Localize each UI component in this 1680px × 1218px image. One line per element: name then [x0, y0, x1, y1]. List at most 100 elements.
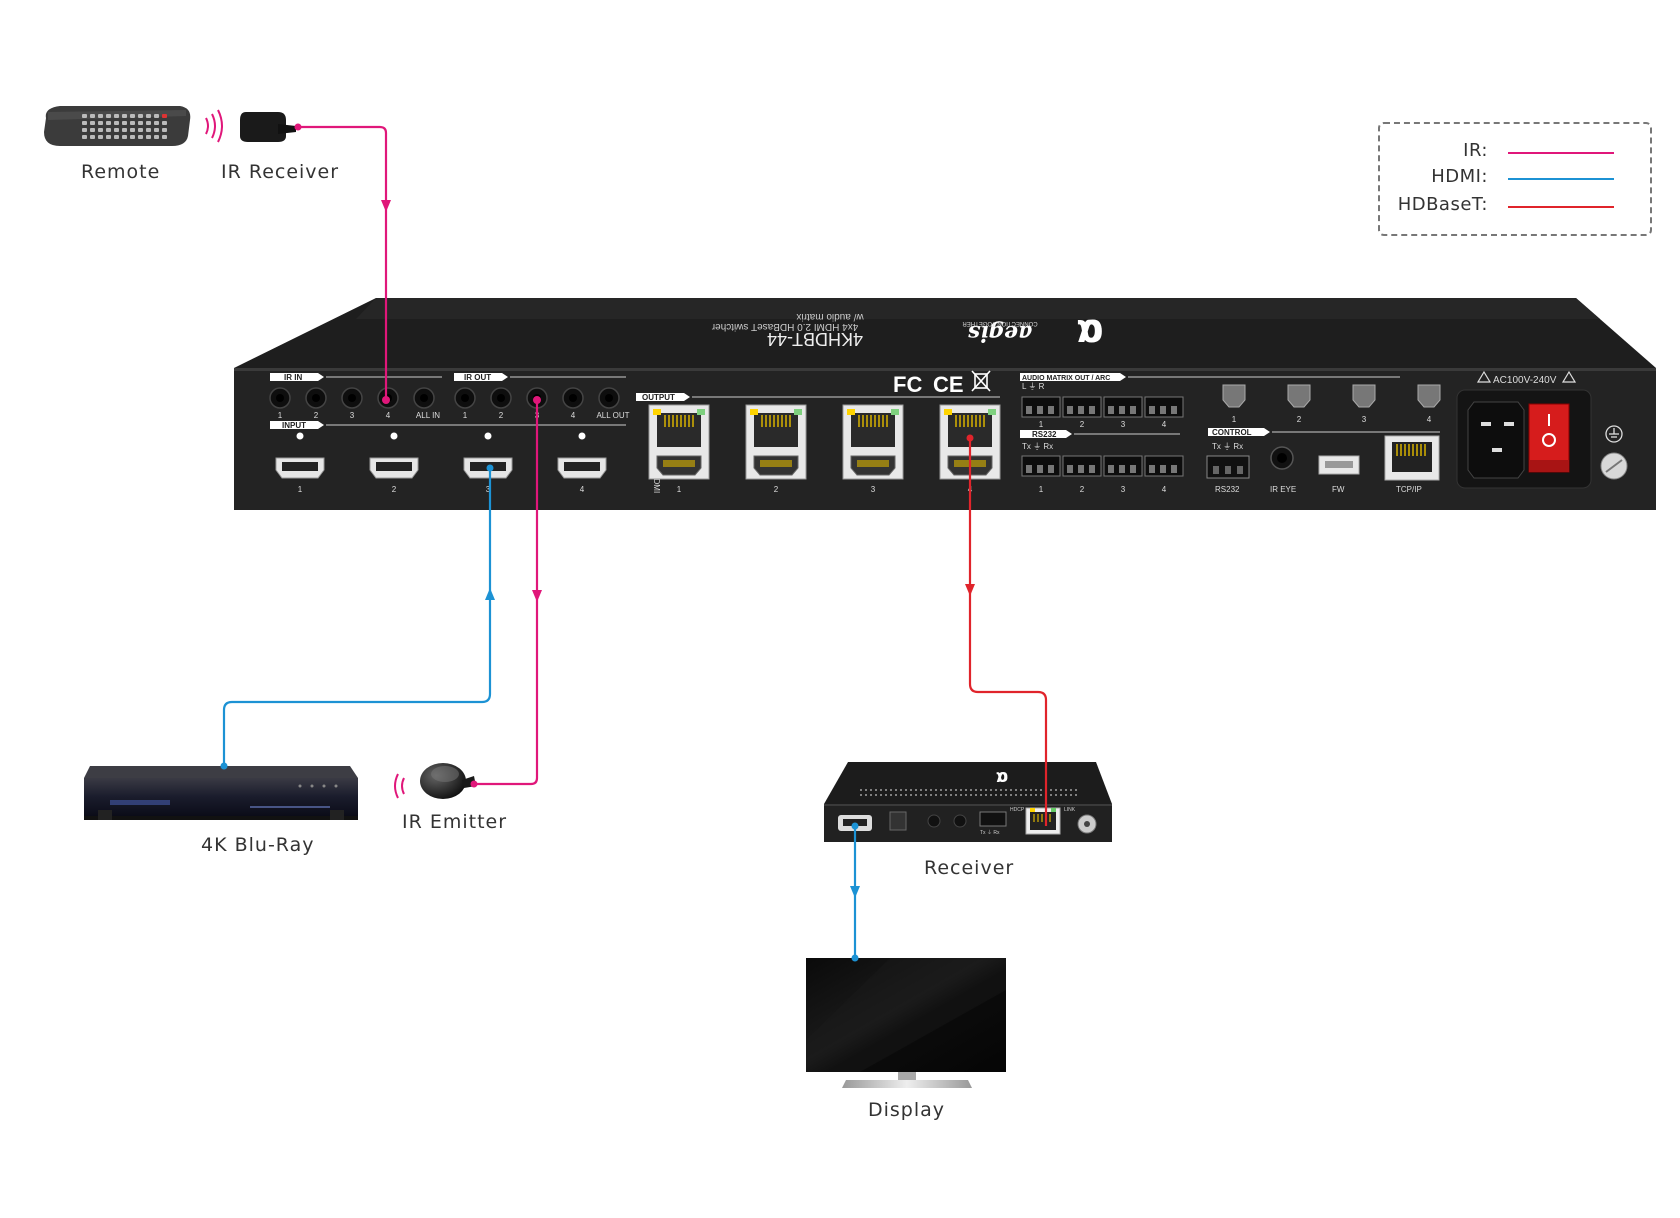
- hdmi-output-slot: [760, 460, 792, 467]
- power-rating-label: AC100V-240V: [1493, 375, 1557, 386]
- rs232-terminal-pin: [1078, 465, 1084, 473]
- audio-terminal-pin: [1026, 406, 1032, 414]
- power-switch: [1528, 403, 1570, 473]
- hdbaset-receiver: α Tx ⏚ Rx HDCP LINK: [824, 762, 1112, 842]
- ir-emitter-label: IR Emitter: [402, 811, 508, 833]
- hdmi-arrow-down: [850, 886, 860, 898]
- remote-button: [122, 121, 127, 125]
- audio-terminal-pin: [1160, 406, 1166, 414]
- remote-button: [130, 114, 135, 118]
- rj45-port: [657, 413, 701, 447]
- rs232-terminal-pin: [1026, 465, 1032, 473]
- bluray-label: 4K Blu-Ray: [201, 834, 315, 856]
- remote-button: [122, 114, 127, 118]
- remote-button: [138, 114, 143, 118]
- audio-terminal-pin: [1149, 406, 1155, 414]
- rj45-led-yellow: [653, 409, 661, 415]
- remote-button: [90, 121, 95, 125]
- receiver-txrx-label: Tx ⏚ Rx: [980, 829, 1000, 836]
- audio-port-label: 3: [1121, 420, 1126, 429]
- remote-button: [106, 135, 111, 139]
- remote-button: [114, 128, 119, 132]
- ir-receiver-label: IR Receiver: [221, 161, 340, 183]
- switcher-front-labels: IR IN IR OUT INPUT OUTPUT AUDIO MATRIX O…: [270, 373, 1440, 439]
- rs232-port-label: 3: [1121, 485, 1126, 494]
- certification-marks: FC CE: [893, 370, 991, 397]
- ir-emit-signal-icon: [394, 773, 405, 799]
- ir-out-jack-hole: [461, 394, 469, 402]
- rs232-title: RS232: [1032, 430, 1057, 439]
- rj45-led-yellow: [944, 409, 952, 415]
- ir-in-jack-hole: [312, 394, 320, 402]
- receiver-vent-slots: [860, 789, 1080, 796]
- remote-button: [130, 128, 135, 132]
- remote-button: [114, 135, 119, 139]
- ir-receiver-device: [240, 112, 296, 142]
- legend-row-ir: IR:: [1380, 140, 1650, 166]
- model-name: 4KHDBT-44: [767, 329, 863, 349]
- input-led: [484, 432, 492, 440]
- receiver-link-label: LINK: [1064, 807, 1076, 813]
- audio-port-label: 4: [1162, 420, 1167, 429]
- input-port-label: 1: [298, 485, 303, 494]
- output-title: OUTPUT: [642, 393, 675, 402]
- hdbaset-arrow-down: [965, 584, 975, 596]
- ir-in-jack-hole: [420, 394, 428, 402]
- rs232-terminal-pin: [1119, 465, 1125, 473]
- optical-port: [1287, 384, 1311, 408]
- ir-in-port-label: 4: [386, 411, 391, 420]
- input-port-label: 2: [392, 485, 397, 494]
- legend-label-hdbaset: HDBaseT:: [1397, 194, 1488, 215]
- rj45-led-green: [891, 409, 899, 415]
- remote-button: [122, 128, 127, 132]
- rs232-terminal-pin: [1067, 465, 1073, 473]
- rs232-port-label: 2: [1080, 485, 1085, 494]
- remote-button: [106, 128, 111, 132]
- ground-screw: [1600, 425, 1628, 480]
- remote-button: [106, 121, 111, 125]
- rj45-port: [754, 413, 798, 447]
- remote-button: [82, 128, 87, 132]
- rs232-terminal-pin: [1160, 465, 1166, 473]
- ir-in-title: IR IN: [284, 373, 302, 382]
- output-port-label: 2: [774, 485, 779, 494]
- hdmi-input-slot: [564, 462, 600, 471]
- rj45-led-yellow: [750, 409, 758, 415]
- remote-button: [98, 121, 103, 125]
- audio-terminal-pin: [1037, 406, 1043, 414]
- remote-button: [98, 128, 103, 132]
- remote-button: [146, 135, 151, 139]
- audio-terminal-pin: [1067, 406, 1073, 414]
- receiver-logo-alpha: α: [996, 767, 1008, 788]
- remote-buttons: [82, 114, 167, 139]
- power-inlet: [1456, 389, 1592, 489]
- rs232-terminal-pin: [1149, 465, 1155, 473]
- rs232-terminal-pin: [1171, 465, 1177, 473]
- audio-terminal-pin: [1130, 406, 1136, 414]
- warning-icons: [1476, 370, 1577, 383]
- hdmi-input-slot: [282, 462, 318, 471]
- hdmi-output-slot: [857, 460, 889, 467]
- remote-button: [90, 114, 95, 118]
- display-tv: [806, 958, 1006, 1088]
- ir-out-port-label: 1: [463, 411, 468, 420]
- input-led: [578, 432, 586, 440]
- remote-button: [130, 135, 135, 139]
- control-rs232-port: [1206, 455, 1250, 479]
- audio-port-label: 1: [1039, 420, 1044, 429]
- rj45-led-green: [988, 409, 996, 415]
- optical-port: [1352, 384, 1376, 408]
- rs232-port-label: 1: [1039, 485, 1044, 494]
- input-led: [390, 432, 398, 440]
- rs232-terminal-pin: [1089, 465, 1095, 473]
- legend-row-hdmi: HDMI:: [1380, 166, 1650, 192]
- ir-in-port-label: 3: [350, 411, 355, 420]
- input-led: [296, 432, 304, 440]
- remote-button: [138, 121, 143, 125]
- audio-terminal-pin: [1171, 406, 1177, 414]
- display-label: Display: [868, 1099, 946, 1121]
- remote-button: [130, 121, 135, 125]
